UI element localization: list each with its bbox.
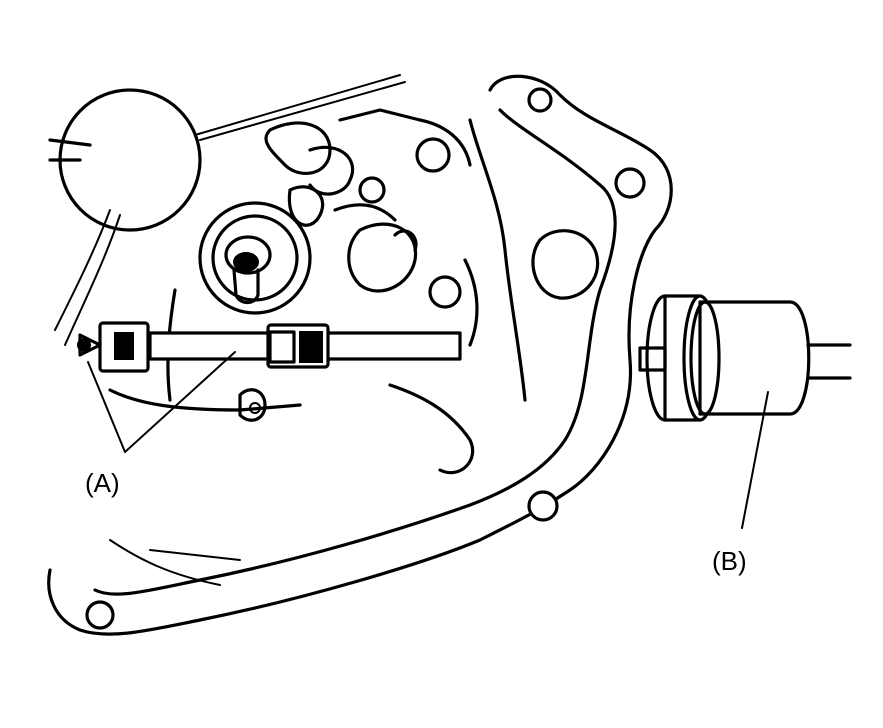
inspection-opening bbox=[531, 229, 600, 300]
shift-rod-assembly bbox=[77, 321, 462, 373]
label-a: (A) bbox=[85, 468, 120, 498]
flange-bolt-holes bbox=[85, 87, 646, 630]
shaft-boss bbox=[198, 201, 312, 315]
valve-body-casting bbox=[108, 108, 479, 475]
bearing-ring bbox=[48, 74, 406, 346]
leader-line-b bbox=[741, 391, 769, 529]
leader-lines-a bbox=[87, 351, 236, 453]
label-b: (B) bbox=[712, 546, 747, 576]
housing-outline bbox=[47, 74, 673, 636]
special-tool-cylinder bbox=[638, 294, 852, 422]
